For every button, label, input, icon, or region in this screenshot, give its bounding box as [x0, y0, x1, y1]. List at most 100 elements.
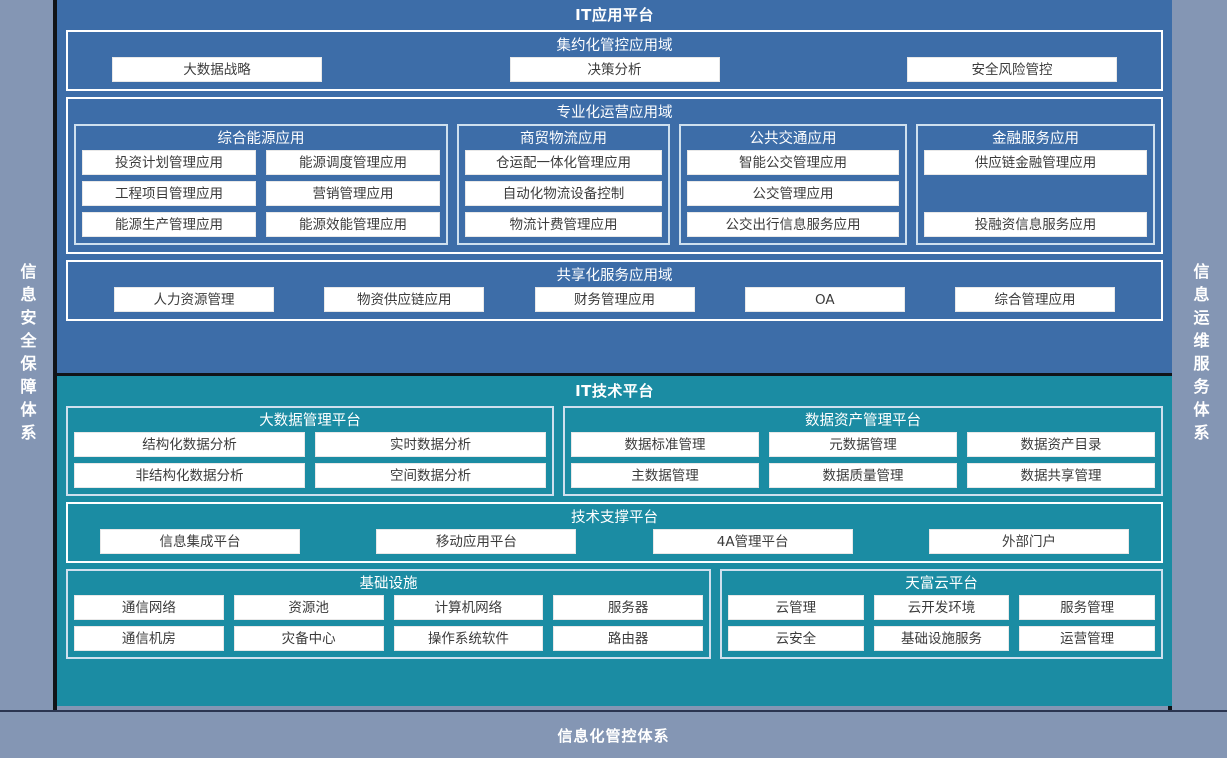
support-platform-band: 技术支撑平台 信息集成平台 移动应用平台 4A管理平台 外部门户	[66, 502, 1163, 563]
group-financial-services: 金融服务应用 供应链金融管理应用 投融资信息服务应用	[916, 124, 1155, 245]
chip-marketing-management[interactable]: 营销管理应用	[266, 181, 440, 206]
group-infrastructure-row-2: 通信机房 灾备中心 操作系统软件 路由器	[74, 626, 703, 651]
group-trade-logistics-row-1: 仓运配一体化管理应用	[465, 150, 662, 175]
group-data-asset-platform-title: 数据资产管理平台	[805, 413, 921, 429]
chip-smart-bus-management[interactable]: 智能公交管理应用	[687, 150, 899, 175]
chip-service-management[interactable]: 服务管理	[1019, 595, 1156, 620]
group-infrastructure-title: 基础设施	[359, 576, 418, 592]
chip-oa[interactable]: OA	[744, 287, 905, 312]
chip-big-data-strategy[interactable]: 大数据战略	[112, 57, 322, 82]
chip-unstructured-data-analysis[interactable]: 非结构化数据分析	[74, 463, 305, 488]
chip-information-integration-platform[interactable]: 信息集成平台	[100, 529, 300, 554]
chip-master-data-management[interactable]: 主数据管理	[571, 463, 759, 488]
chip-energy-efficiency-management[interactable]: 能源效能管理应用	[266, 212, 440, 237]
intensive-management-domain-title: 集约化管控应用域	[556, 38, 673, 54]
chip-disaster-recovery-center[interactable]: 灾备中心	[233, 626, 384, 651]
technology-platform-section: IT技术平台 大数据管理平台 结构化数据分析 实时数据分析 非结构化数据分析 空…	[57, 373, 1172, 706]
left-divider-rule	[53, 0, 57, 710]
group-financial-services-title: 金融服务应用	[992, 131, 1079, 147]
group-financial-services-row-3: 投融资信息服务应用	[924, 212, 1147, 237]
shared-service-domain: 共享化服务应用域 人力资源管理 物资供应链应用 财务管理应用 OA 综合管理应用	[66, 260, 1163, 321]
intensive-management-domain: 集约化管控应用域 大数据战略 决策分析 安全风险管控	[66, 30, 1163, 91]
right-side-panel: 信息运维服务体系	[1172, 0, 1227, 710]
technology-platform-title: IT技术平台	[575, 382, 654, 400]
group-integrated-energy-row-1: 投资计划管理应用 能源调度管理应用	[82, 150, 440, 175]
chip-integrated-warehouse-delivery[interactable]: 仓运配一体化管理应用	[465, 150, 662, 175]
group-financial-services-row-2	[924, 181, 1147, 206]
group-data-asset-platform-row-2: 主数据管理 数据质量管理 数据共享管理	[571, 463, 1155, 488]
chip-data-asset-catalog[interactable]: 数据资产目录	[967, 432, 1155, 457]
right-side-panel-label: 信息运维服务体系	[1190, 263, 1210, 447]
group-data-asset-platform-row-1: 数据标准管理 元数据管理 数据资产目录	[571, 432, 1155, 457]
chip-external-portal[interactable]: 外部门户	[928, 529, 1129, 554]
group-integrated-energy: 综合能源应用 投资计划管理应用 能源调度管理应用 工程项目管理应用 营销管理应用…	[74, 124, 448, 245]
chip-4a-management-platform[interactable]: 4A管理平台	[652, 529, 853, 554]
chip-comprehensive-management[interactable]: 综合管理应用	[955, 287, 1115, 312]
chip-cloud-management[interactable]: 云管理	[728, 595, 864, 620]
chip-router[interactable]: 路由器	[553, 626, 703, 651]
group-public-transit-title: 公共交通应用	[749, 131, 837, 147]
chip-bus-travel-information-service[interactable]: 公交出行信息服务应用	[687, 212, 899, 237]
chip-automated-logistics-equipment-control[interactable]: 自动化物流设备控制	[465, 181, 662, 206]
group-bigdata-platform: 大数据管理平台 结构化数据分析 实时数据分析 非结构化数据分析 空间数据分析	[66, 406, 554, 496]
bottom-bar: 信息化管控体系	[0, 710, 1227, 758]
group-cloud-platform-row-2: 云安全 基础设施服务 运营管理	[728, 626, 1156, 651]
chip-computer-network[interactable]: 计算机网络	[393, 595, 544, 620]
application-platform-section: IT应用平台 集约化管控应用域 大数据战略 决策分析 安全风险管控 专业化运营应…	[57, 0, 1172, 373]
chip-communication-network[interactable]: 通信网络	[74, 595, 224, 620]
group-public-transit-row-3: 公交出行信息服务应用	[687, 212, 899, 237]
chip-energy-dispatch-management[interactable]: 能源调度管理应用	[266, 150, 440, 175]
chip-finance-management[interactable]: 财务管理应用	[534, 287, 695, 312]
group-financial-services-row-1: 供应链金融管理应用	[924, 150, 1147, 175]
chip-data-sharing-management[interactable]: 数据共享管理	[967, 463, 1155, 488]
chip-infrastructure-service[interactable]: 基础设施服务	[873, 626, 1010, 651]
chip-engineering-project-management[interactable]: 工程项目管理应用	[82, 181, 256, 206]
group-public-transit-row-2: 公交管理应用	[687, 181, 899, 206]
group-infrastructure-row-1: 通信网络 资源池 计算机网络 服务器	[74, 595, 703, 620]
chip-material-supply-chain[interactable]: 物资供应链应用	[324, 287, 485, 312]
group-cloud-platform-row-1: 云管理 云开发环境 服务管理	[728, 595, 1156, 620]
chip-security-risk-control[interactable]: 安全风险管控	[907, 57, 1117, 82]
chip-logistics-billing-management[interactable]: 物流计费管理应用	[465, 212, 662, 237]
chip-data-quality-management[interactable]: 数据质量管理	[769, 463, 957, 488]
chip-investment-plan-management[interactable]: 投资计划管理应用	[82, 150, 256, 175]
chip-communication-room[interactable]: 通信机房	[74, 626, 224, 651]
chip-investment-financing-information-service[interactable]: 投融资信息服务应用	[924, 212, 1147, 237]
professional-operation-domain-title: 专业化运营应用域	[556, 105, 673, 121]
shared-service-domain-title: 共享化服务应用域	[556, 268, 673, 284]
chip-server[interactable]: 服务器	[553, 595, 703, 620]
support-platform-title: 技术支撑平台	[571, 510, 658, 526]
group-trade-logistics-row-2: 自动化物流设备控制	[465, 181, 662, 206]
chip-realtime-data-analysis[interactable]: 实时数据分析	[315, 432, 546, 457]
group-trade-logistics: 商贸物流应用 仓运配一体化管理应用 自动化物流设备控制 物流计费管理应用	[457, 124, 670, 245]
chip-operating-system-software[interactable]: 操作系统软件	[393, 626, 544, 651]
chip-cloud-development-environment[interactable]: 云开发环境	[873, 595, 1010, 620]
left-side-panel: 信息安全保障体系	[0, 0, 53, 710]
left-side-panel-label: 信息安全保障体系	[17, 263, 37, 447]
chip-supply-chain-finance-management[interactable]: 供应链金融管理应用	[924, 150, 1147, 175]
chip-spatial-data-analysis[interactable]: 空间数据分析	[315, 463, 546, 488]
chip-structured-data-analysis[interactable]: 结构化数据分析	[74, 432, 305, 457]
chip-human-resource-management[interactable]: 人力资源管理	[114, 287, 274, 312]
chip-bus-management[interactable]: 公交管理应用	[687, 181, 899, 206]
chip-data-standard-management[interactable]: 数据标准管理	[571, 432, 759, 457]
group-data-asset-platform: 数据资产管理平台 数据标准管理 元数据管理 数据资产目录 主数据管理 数据质量管…	[563, 406, 1163, 496]
group-public-transit-row-1: 智能公交管理应用	[687, 150, 899, 175]
chip-mobile-application-platform[interactable]: 移动应用平台	[376, 529, 577, 554]
group-infrastructure: 基础设施 通信网络 资源池 计算机网络 服务器 通信机房 灾备中心 操作系统软件…	[66, 569, 711, 659]
group-bigdata-platform-title: 大数据管理平台	[259, 413, 361, 429]
chip-cloud-security[interactable]: 云安全	[728, 626, 864, 651]
chip-metadata-management[interactable]: 元数据管理	[769, 432, 957, 457]
group-integrated-energy-row-2: 工程项目管理应用 营销管理应用	[82, 181, 440, 206]
group-integrated-energy-row-3: 能源生产管理应用 能源效能管理应用	[82, 212, 440, 237]
chip-energy-production-management[interactable]: 能源生产管理应用	[82, 212, 256, 237]
group-bigdata-platform-row-2: 非结构化数据分析 空间数据分析	[74, 463, 546, 488]
chip-decision-analysis[interactable]: 决策分析	[509, 57, 720, 82]
chip-resource-pool[interactable]: 资源池	[233, 595, 384, 620]
chip-placeholder-empty	[924, 181, 1147, 206]
chip-operation-management[interactable]: 运营管理	[1019, 626, 1156, 651]
group-trade-logistics-title: 商贸物流应用	[520, 131, 607, 147]
application-platform-title: IT应用平台	[575, 6, 654, 24]
group-bigdata-platform-row-1: 结构化数据分析 实时数据分析	[74, 432, 546, 457]
